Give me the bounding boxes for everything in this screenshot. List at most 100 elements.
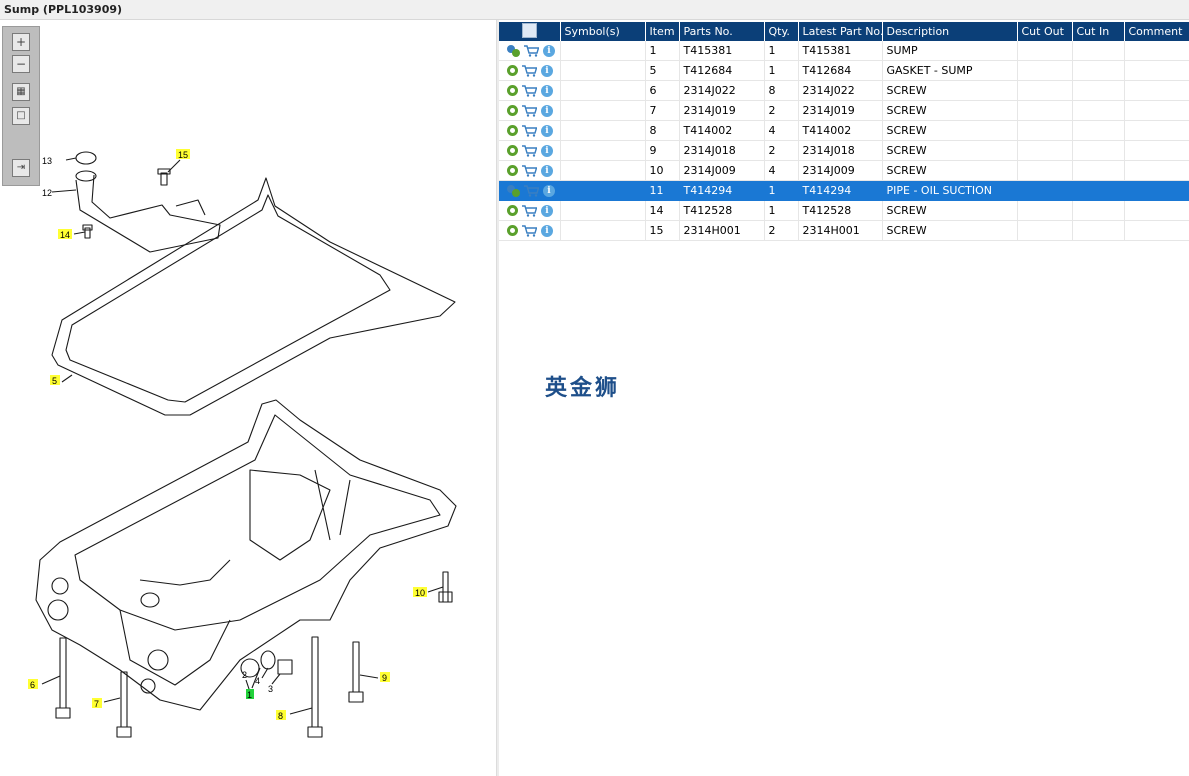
info-icon[interactable]: i [543,184,555,197]
column-header-cut-out[interactable]: Cut Out [1017,22,1073,41]
callout-1-label: 1 [247,690,252,700]
cell-cut-in [1072,80,1125,101]
cell-parts-no: 2314J009 [679,160,765,181]
info-icon[interactable]: i [541,204,553,217]
cell-cut-in [1072,200,1125,221]
cart-icon[interactable] [522,224,537,237]
cell-item: 10 [645,160,680,181]
column-header-latest-part[interactable]: Latest Part No. [798,22,883,41]
column-header-search[interactable] [499,22,561,41]
column-header-parts-no[interactable]: Parts No. [679,22,765,41]
column-header-description[interactable]: Description [882,22,1018,41]
cart-icon[interactable] [522,204,537,217]
cell-latest-part: T414294 [798,180,883,201]
gear-icon[interactable] [507,145,518,156]
cell-qty: 1 [764,41,799,61]
exploded-diagram[interactable]: 5 6 7 8 9 10 14 15 1 2 3 4 12 13 [0,20,496,776]
zoom-in-button[interactable]: + [12,33,30,51]
cell-symbols [560,41,646,61]
gasket-outline [51,177,456,416]
info-icon[interactable]: i [543,44,555,57]
row-actions-cell: i [499,80,561,101]
gear-icon[interactable] [507,85,518,96]
cell-description: GASKET - SUMP [882,60,1018,81]
screw-9 [348,641,364,703]
row-actions: i [503,144,556,157]
export-button[interactable]: ⇥ [12,159,30,177]
callout-8 [276,710,286,720]
row-actions-cell: i [499,200,561,221]
actual-size-button[interactable]: □ [12,107,30,125]
info-icon[interactable]: i [541,224,553,237]
cell-comment [1124,180,1189,201]
info-icon[interactable]: i [541,164,553,177]
cart-icon[interactable] [522,144,537,157]
cart-icon[interactable] [522,124,537,137]
pane-splitter[interactable] [496,20,499,776]
column-header-item[interactable]: Item [645,22,680,41]
zoom-out-button[interactable]: − [12,55,30,73]
grid-icon: ▦ [16,86,26,97]
column-header-cut-in[interactable]: Cut In [1072,22,1125,41]
diagram-pane[interactable]: 5 6 7 8 9 10 14 15 1 2 3 4 12 13 + − ▦ □… [0,20,496,776]
cart-icon[interactable] [522,164,537,177]
row-actions: i [503,164,556,177]
search-icon [521,22,537,38]
cart-icon[interactable] [524,44,539,57]
window-title: Sump (PPL103909) [4,3,123,16]
cell-comment [1124,160,1189,181]
cell-comment [1124,200,1189,221]
cart-icon[interactable] [522,104,537,117]
info-icon[interactable]: i [541,84,553,97]
info-icon[interactable]: i [541,64,553,77]
cell-symbols [560,60,646,81]
fit-all-button[interactable]: ▦ [12,83,30,101]
cell-symbols [560,180,646,201]
oil-suction-pipe [75,174,221,253]
column-header-qty[interactable]: Qty. [764,22,799,41]
cart-icon[interactable] [522,84,537,97]
gear-icon[interactable] [507,65,518,76]
cell-comment [1124,140,1189,161]
cell-symbols [560,140,646,161]
cell-cut-out [1017,200,1073,221]
gear-icon[interactable] [507,225,518,236]
cell-cut-out [1017,60,1073,81]
cell-cut-in [1072,220,1125,241]
cell-parts-no: T414294 [679,180,765,201]
cell-latest-part: 2314H001 [798,220,883,241]
gear-icon[interactable] [507,165,518,176]
callout-15 [176,149,190,159]
cell-cut-out [1017,100,1073,121]
info-icon[interactable]: i [541,124,553,137]
callout-9-label: 9 [382,673,387,683]
cell-cut-out [1017,220,1073,241]
gear-icon[interactable] [507,205,518,216]
gears-icon[interactable] [507,184,520,197]
row-actions: i [503,204,556,217]
gears-icon[interactable] [507,44,520,57]
screw-7 [116,671,132,738]
column-header-comment[interactable]: Comment [1124,22,1189,41]
gear-icon[interactable] [507,125,518,136]
cell-comment [1124,220,1189,241]
gear-icon[interactable] [507,105,518,116]
info-icon[interactable]: i [541,144,553,157]
info-icon[interactable]: i [541,104,553,117]
cart-icon[interactable] [524,184,539,197]
row-actions-cell: i [499,60,561,81]
cart-icon[interactable] [522,64,537,77]
column-header-symbols[interactable]: Symbol(s) [560,22,646,41]
cell-cut-out [1017,80,1073,101]
row-actions: i [503,224,556,237]
